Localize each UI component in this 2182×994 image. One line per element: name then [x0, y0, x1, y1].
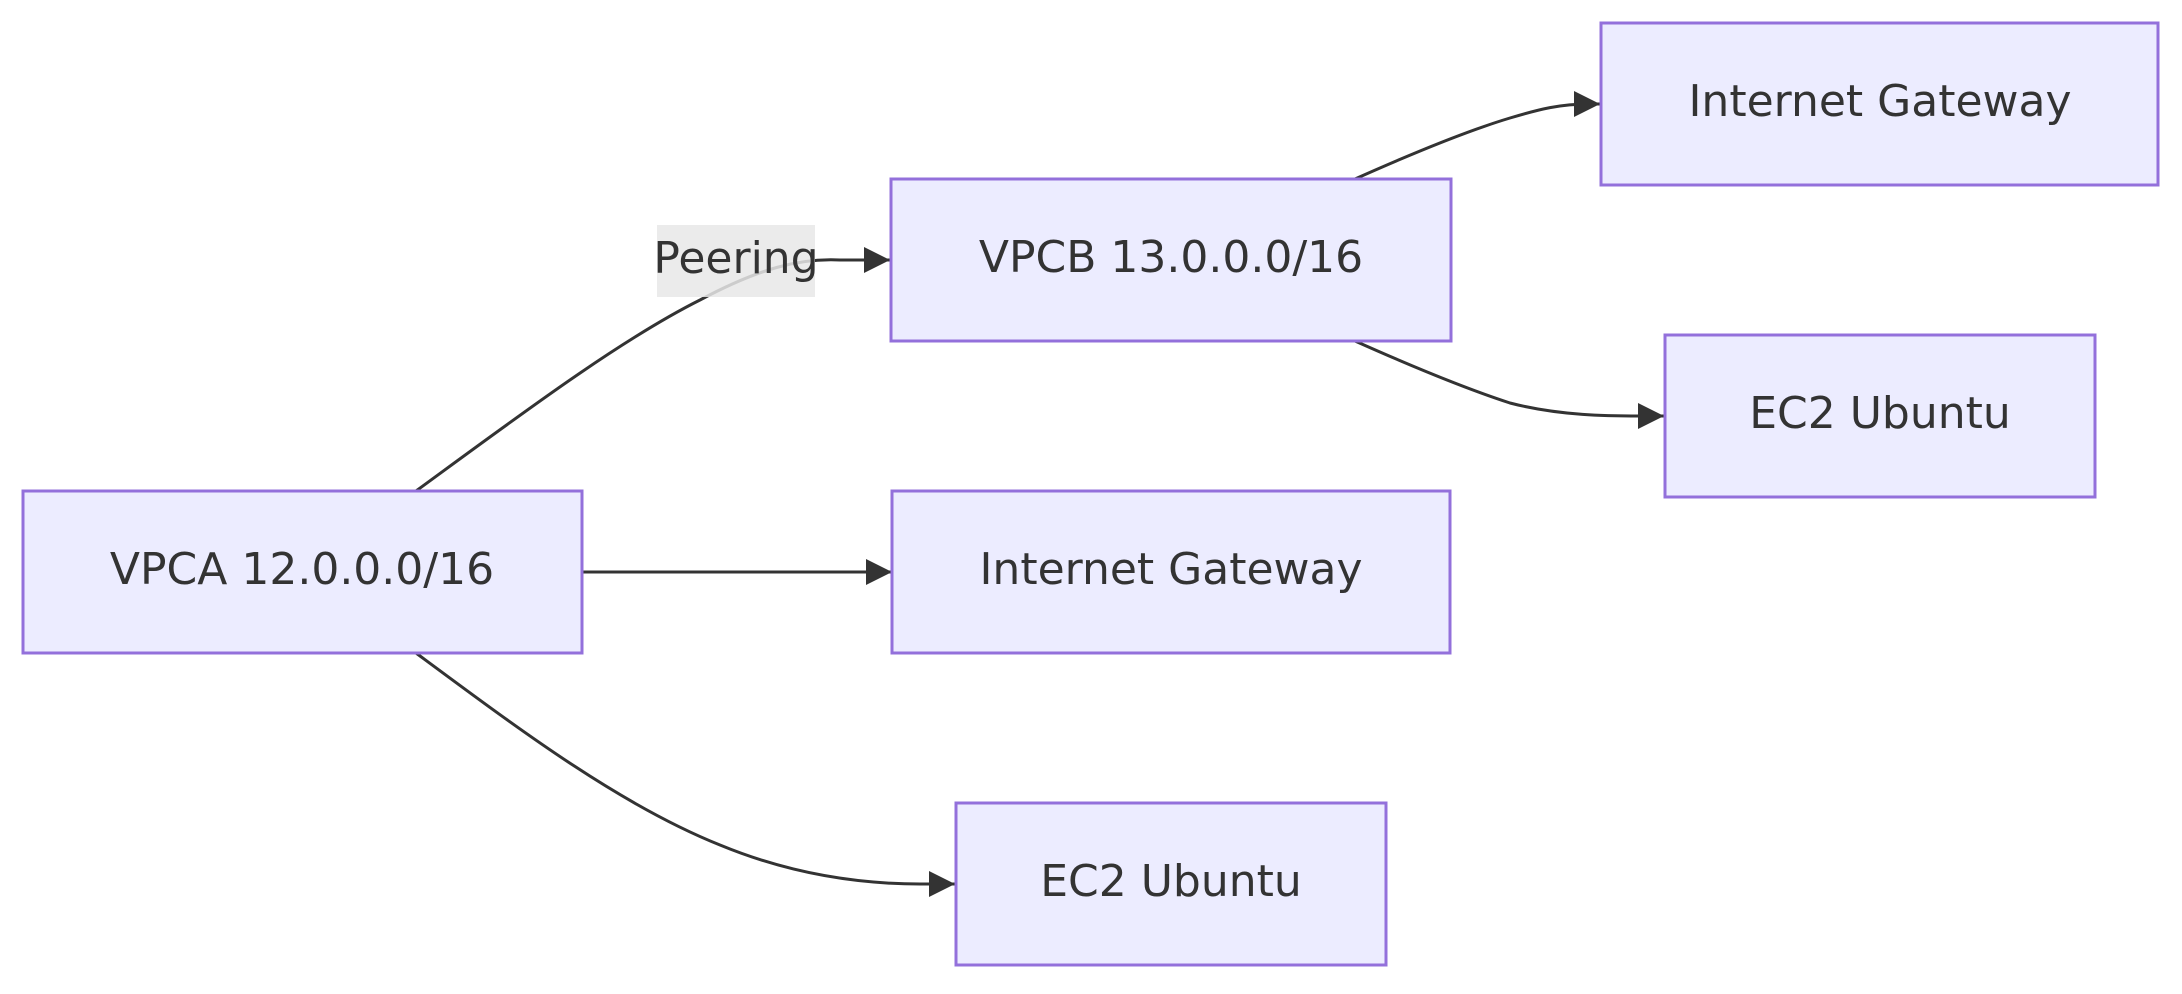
edge-label-text: Peering — [653, 233, 818, 284]
node-label: VPCA 12.0.0.0/16 — [110, 544, 494, 595]
node-ec2-ubuntu-a[interactable]: EC2 Ubuntu — [954, 801, 1388, 967]
node-label: Internet Gateway — [979, 544, 1362, 595]
edge-vpcb-to-igw-b[interactable] — [1354, 91, 1600, 181]
edge-label-peering: Peering — [653, 225, 819, 297]
edge-vpca-to-ec2-a[interactable] — [415, 651, 955, 897]
node-vpcb[interactable]: VPCB 13.0.0.0/16 — [889, 177, 1453, 343]
edge-vpca-to-vpcb[interactable] — [415, 247, 890, 493]
edge-label-background — [657, 225, 815, 297]
node-internet-gateway-a[interactable]: Internet Gateway — [890, 489, 1452, 655]
node-vpca[interactable]: VPCA 12.0.0.0/16 — [21, 489, 584, 655]
node-internet-gateway-b[interactable]: Internet Gateway — [1599, 21, 2160, 187]
node-label: Internet Gateway — [1688, 76, 2071, 127]
node-label: VPCB 13.0.0.0/16 — [979, 232, 1363, 283]
node-ec2-ubuntu-b[interactable]: EC2 Ubuntu — [1663, 333, 2097, 499]
node-label: EC2 Ubuntu — [1040, 856, 1302, 907]
edge-vpcb-to-ec2-b[interactable] — [1354, 339, 1664, 429]
node-label: EC2 Ubuntu — [1749, 388, 2011, 439]
